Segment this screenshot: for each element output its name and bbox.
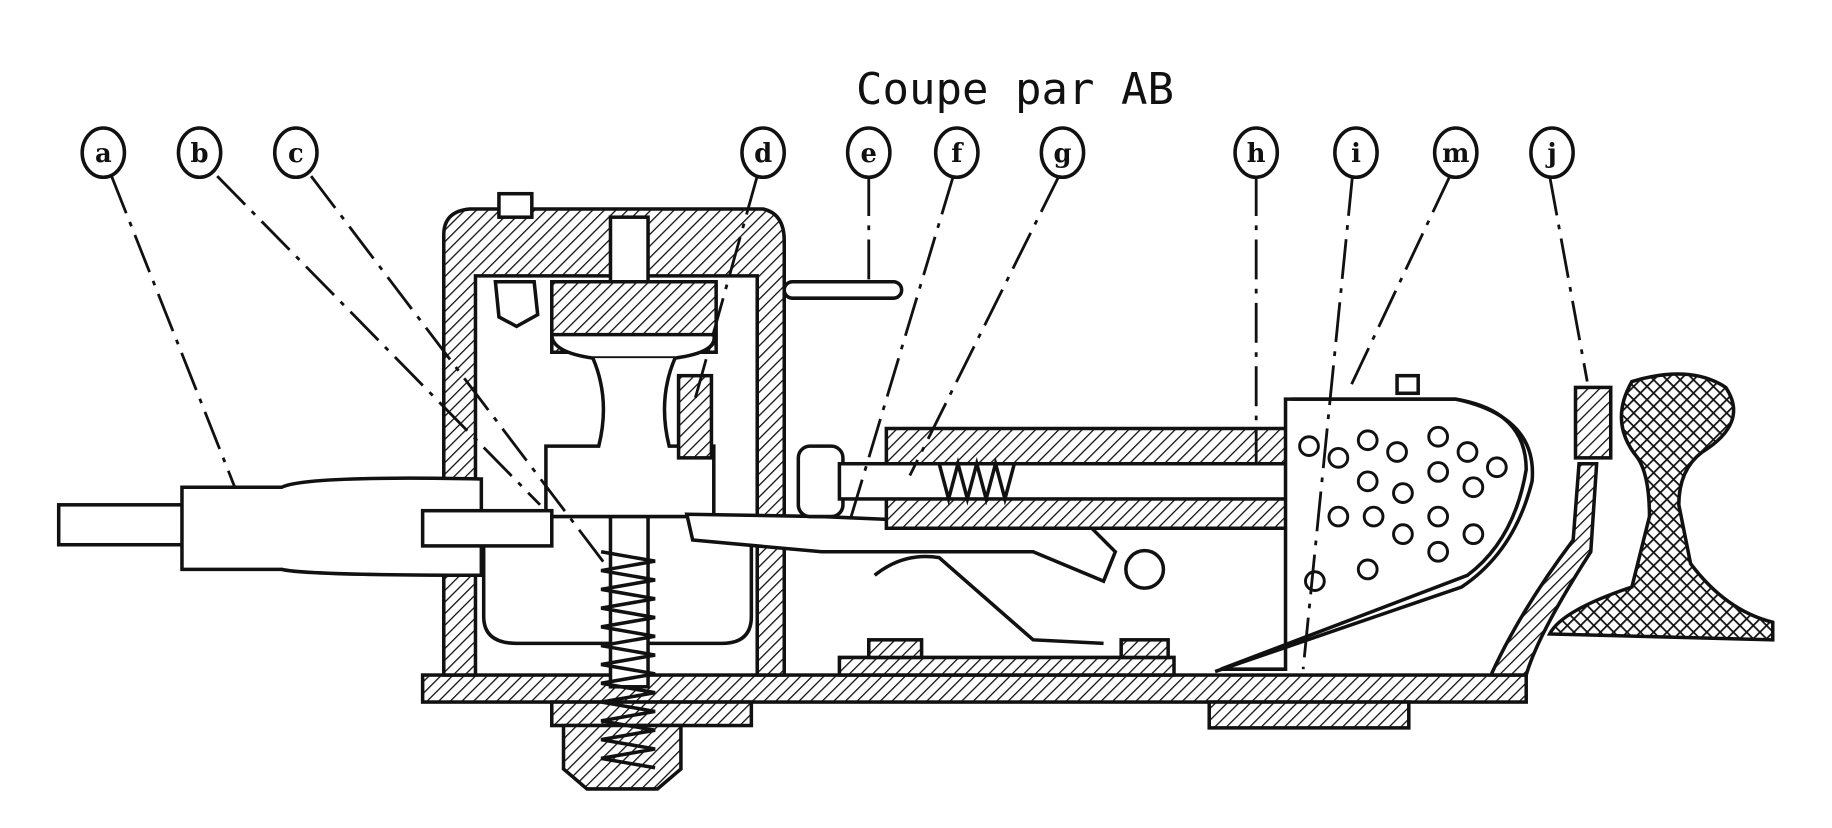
counterweight-outline — [1214, 397, 1535, 674]
svg-text:a: a — [95, 139, 112, 169]
counterweight-holes — [1298, 425, 1508, 592]
svg-text:f: f — [951, 139, 964, 169]
plunger-head — [796, 444, 845, 519]
support-foot-right — [1119, 638, 1170, 660]
middle-support-base — [837, 655, 1176, 677]
spindle-body — [544, 357, 716, 519]
clevis-sleeve — [180, 476, 484, 578]
part-j-block — [1573, 385, 1613, 460]
adjust-bolt — [493, 279, 540, 329]
top-nut — [497, 191, 534, 219]
label-j: j — [1529, 126, 1575, 180]
base-plate — [420, 673, 1528, 704]
label-c: c — [272, 126, 319, 180]
main-housing — [442, 207, 786, 677]
svg-text:m: m — [1442, 139, 1469, 169]
spindle-spring — [600, 550, 656, 770]
rail-section — [1546, 372, 1775, 642]
label-d: d — [740, 126, 786, 180]
base-foot — [1207, 700, 1411, 730]
rod-a — [56, 503, 190, 547]
part-d-block — [676, 373, 714, 460]
bracket-j — [1488, 461, 1599, 677]
lower-boss — [561, 723, 683, 791]
svg-text:b: b — [191, 139, 209, 169]
label-m: m — [1432, 126, 1479, 180]
label-e: e — [845, 126, 892, 180]
spring-rod — [873, 554, 1104, 646]
svg-text:d: d — [754, 139, 772, 169]
bell-collar — [550, 332, 716, 360]
pin-e — [782, 279, 904, 300]
clevis-pin — [420, 508, 554, 548]
svg-text:c: c — [288, 139, 304, 169]
svg-text:e: e — [861, 139, 877, 169]
cylinder-spring — [937, 456, 1017, 506]
support-foot-left — [866, 638, 924, 660]
svg-text:g: g — [1053, 139, 1071, 169]
svg-text:h: h — [1247, 139, 1266, 169]
leader-lines — [110, 175, 1589, 670]
label-g: g — [1039, 126, 1086, 180]
box-bolt — [1395, 373, 1420, 396]
diagram-title: Coupe par AB — [856, 64, 1174, 115]
lever-pivot — [1124, 548, 1166, 590]
label-i: i — [1333, 126, 1379, 180]
svg-text:i: i — [1351, 139, 1361, 169]
label-h: h — [1233, 126, 1280, 180]
label-f: f — [933, 126, 980, 180]
label-a: a — [80, 126, 127, 180]
label-b: b — [176, 126, 223, 180]
svg-text:j: j — [1545, 139, 1556, 169]
plunger-rod — [837, 461, 1335, 501]
